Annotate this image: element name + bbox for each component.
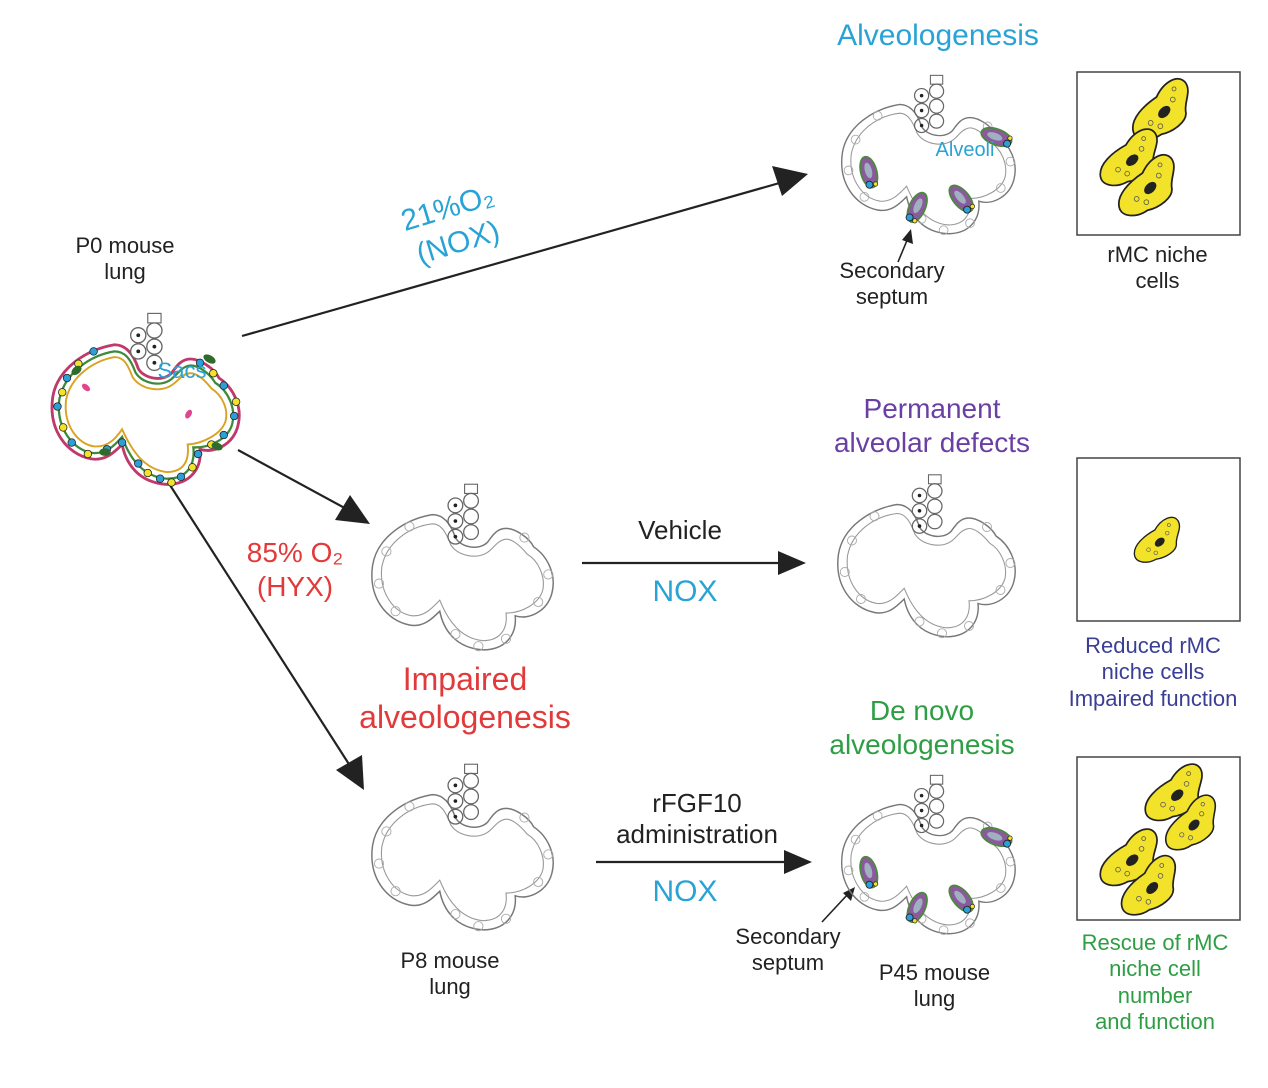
rmc-niche-cells-box bbox=[1076, 71, 1241, 236]
hyx-label: 85% O₂ (HYX) bbox=[220, 536, 370, 603]
p45-lung-label: P45 mouse lung bbox=[862, 960, 1007, 1013]
secondary-septum-top-label-text: Secondary septum bbox=[839, 258, 945, 310]
arrow-vehicle bbox=[582, 551, 806, 575]
hyx-label-text: 85% O₂ (HYX) bbox=[246, 537, 344, 602]
rescue-rmc-label: Rescue of rMC niche cell number and func… bbox=[1060, 930, 1250, 1036]
vehicle-label-text: Vehicle bbox=[638, 515, 722, 545]
impaired-lung-bottom-illustration bbox=[371, 763, 554, 932]
alveoli-label-text: Alveoli bbox=[935, 139, 995, 161]
vehicle-label: Vehicle bbox=[610, 515, 750, 546]
p8-lung-label-text: P8 mouse lung bbox=[400, 948, 500, 1000]
rescue-rmc-box bbox=[1076, 756, 1241, 921]
arrow-secondary-septum-top bbox=[897, 229, 913, 263]
nox-bottom-label: NOX bbox=[630, 874, 740, 910]
nox-mid-label: NOX bbox=[630, 574, 740, 610]
arrow-to-alveologenesis bbox=[241, 166, 808, 338]
permanent-defects-lung-illustration bbox=[837, 474, 1016, 639]
de-novo-title: De novo alveologenesis bbox=[812, 694, 1032, 761]
arrow-secondary-septum-bottom bbox=[821, 887, 855, 923]
p8-lung-label: P8 mouse lung bbox=[380, 948, 520, 1001]
rfgf10-label: rFGF10 administration bbox=[592, 788, 802, 850]
reduced-rmc-label-text: Reduced rMC niche cells Impaired functio… bbox=[1068, 633, 1238, 711]
rmc-niche-cells-label: rMC niche cells bbox=[1085, 242, 1230, 295]
p0-lung-label: P0 mouse lung bbox=[60, 233, 190, 286]
permanent-defects-title: Permanent alveolar defects bbox=[812, 392, 1052, 459]
nox-mid-label-text: NOX bbox=[652, 575, 718, 608]
rmc-niche-cells-label-text: rMC niche cells bbox=[1107, 242, 1208, 294]
secondary-septum-top-label: Secondary septum bbox=[822, 258, 962, 311]
arrow-to-impaired-bottom bbox=[167, 481, 364, 790]
impaired-alveologenesis-title: Impaired alveologenesis bbox=[340, 660, 590, 737]
reduced-rmc-label: Reduced rMC niche cells Impaired functio… bbox=[1048, 633, 1258, 712]
p0-lung-illustration bbox=[50, 312, 241, 487]
p0-lung-label-text: P0 mouse lung bbox=[75, 233, 175, 285]
rfgf10-label-text: rFGF10 administration bbox=[616, 788, 778, 850]
p45-lung-label-text: P45 mouse lung bbox=[878, 960, 991, 1012]
arrow-rfgf10 bbox=[596, 850, 812, 874]
permanent-defects-title-text: Permanent alveolar defects bbox=[833, 393, 1031, 458]
secondary-septum-bottom-label: Secondary septum bbox=[718, 924, 858, 977]
alveologenesis-title-text: Alveologenesis bbox=[837, 19, 1039, 52]
impaired-lung-top-illustration bbox=[371, 483, 554, 652]
alveoli-label: Alveoli bbox=[925, 138, 1005, 162]
impaired-alveologenesis-title-text: Impaired alveologenesis bbox=[359, 661, 571, 736]
de-novo-title-text: De novo alveologenesis bbox=[829, 695, 1015, 760]
sacs-label: Sacs bbox=[154, 358, 210, 384]
sacs-label-text: Sacs bbox=[157, 358, 207, 383]
reduced-rmc-box bbox=[1076, 457, 1241, 622]
rescue-rmc-label-text: Rescue of rMC niche cell number and func… bbox=[1081, 930, 1229, 1035]
alveologenesis-title: Alveologenesis bbox=[808, 18, 1068, 54]
secondary-septum-bottom-label-text: Secondary septum bbox=[735, 924, 841, 976]
arrow-to-impaired-top bbox=[237, 449, 370, 524]
de-novo-lung-illustration bbox=[841, 774, 1016, 936]
nox-bottom-label-text: NOX bbox=[652, 875, 718, 908]
